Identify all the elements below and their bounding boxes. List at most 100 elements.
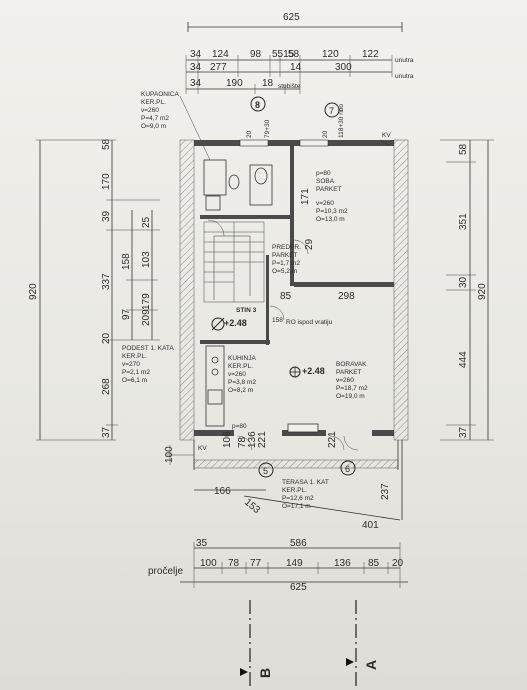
section-markers xyxy=(211,96,356,478)
dim-bottom-35: 35 xyxy=(196,538,208,549)
room-hallway-floor: PARKET xyxy=(272,252,298,259)
dim-right-total: 920 xyxy=(477,283,488,300)
dim-top-row3-label: stubište xyxy=(278,83,301,90)
room-hallway-perimeter: O=5,2 m xyxy=(272,268,297,275)
bathroom-fixtures xyxy=(203,159,273,211)
room-kitchen-name: KUHINJA xyxy=(228,355,256,362)
room-landing-area: P=2,1 m2 xyxy=(122,369,150,376)
room-hallway: PREDPR. PARKET P=1,7 m2 O=5,2 m xyxy=(272,244,301,275)
dim-bottom-153: 153 xyxy=(242,497,262,516)
top-openings xyxy=(239,139,329,433)
room-living-name: BORAVAK xyxy=(336,361,367,368)
room-staircase-name: STIN 3 xyxy=(236,307,257,314)
room-living-perimeter: O=19,0 m xyxy=(336,393,365,400)
label-opening-118-30: 118+30 nbo xyxy=(338,104,345,138)
room-bedroom-floor: PARKET xyxy=(316,186,342,193)
room-hallway-name: PREDPR. xyxy=(272,244,301,251)
dim-bottom-row-5: 136 xyxy=(334,558,351,569)
label-opening-20-right: 20 xyxy=(322,130,329,138)
dim-bottom-166: 166 xyxy=(214,486,231,497)
room-kitchen-floor: KER.PL. xyxy=(228,363,253,370)
dim-bottom-row-4: 149 xyxy=(286,558,303,569)
dim-top-row1-4: 5515 xyxy=(272,49,295,60)
label-door-158: 158 xyxy=(272,317,283,324)
dim-top-row2-2: 277 xyxy=(210,62,227,73)
dim-left-mid-1: 158 xyxy=(121,253,132,270)
label-kv-bottom: KV xyxy=(198,445,207,452)
section-cut-lines xyxy=(240,600,357,690)
room-terrace-perimeter: O=17,1 m xyxy=(282,503,311,510)
room-living-area: P=18,7 m2 xyxy=(336,385,368,392)
dim-bottom-row-1: 100 xyxy=(200,558,217,569)
door-swings xyxy=(207,139,391,451)
dim-right-3: 30 xyxy=(458,276,469,288)
axis-marker-5: 5 xyxy=(263,466,268,476)
label-opening-79-30: 79+30 xyxy=(264,119,271,138)
room-hallway-area: P=1,7 m2 xyxy=(272,260,300,267)
room-living-floor: PARKET xyxy=(336,369,362,376)
dim-hall-29: 29 xyxy=(304,238,315,250)
dim-top-row3-1: 34 xyxy=(190,78,202,89)
room-kitchen-perimeter: O=8,2 m xyxy=(228,387,253,394)
kitchen-counter xyxy=(205,345,225,427)
label-ro-note: RO ispod vratiju xyxy=(286,319,333,326)
dim-top-row3-2: 190 xyxy=(226,78,243,89)
dim-bottom-row-6: 85 xyxy=(368,558,380,569)
room-bathroom-name: KUPAONICA xyxy=(141,91,179,98)
dim-bedroom-171: 171 xyxy=(300,188,311,205)
dim-top-row1-5: 58 xyxy=(288,49,300,60)
dim-bottom-237: 237 xyxy=(380,483,391,500)
room-bedroom: SOBA PARKET v=260 P=10,3 m2 O=13,0 m p=8… xyxy=(300,170,348,223)
dim-terrace-100: 100 xyxy=(164,446,175,463)
room-bedroom-perimeter: O=13,0 m xyxy=(316,216,345,223)
room-kitchen-area: P=3,8 m2 xyxy=(228,379,256,386)
dim-left-inner-4: 209 xyxy=(141,309,152,326)
dim-window-78: 78 xyxy=(237,436,248,448)
dim-window-136: 136 xyxy=(247,431,258,448)
dim-top-row1-2: 124 xyxy=(212,49,229,60)
room-bathroom-height: v=260 xyxy=(141,107,159,114)
dim-window-221b: 221 xyxy=(327,431,338,448)
label-kv-top: KV xyxy=(382,132,391,139)
dim-left-6: 268 xyxy=(101,378,112,395)
dim-top-row2-label: unutra xyxy=(395,73,414,80)
dim-top-row1-label: unutra xyxy=(395,57,414,64)
dim-hall-85: 85 xyxy=(280,291,292,302)
dim-hall-298: 298 xyxy=(338,291,355,302)
dim-left-mid-2: 97 xyxy=(121,308,132,320)
dim-top-row1-7: 122 xyxy=(362,49,379,60)
dim-left-5: 20 xyxy=(101,332,112,344)
room-terrace-floor: KER.PL. xyxy=(282,487,307,494)
dim-top-row2-3: 14 xyxy=(290,62,302,73)
dim-right-2: 351 xyxy=(458,213,469,230)
dim-left-inner-3: 179 xyxy=(141,293,152,310)
dim-bottom-row-7: 20 xyxy=(392,558,404,569)
room-bathroom-area: P=4,7 m2 xyxy=(141,115,169,122)
room-landing: PODEST 1. KATA KER.PL. v=270 P=2,1 m2 O=… xyxy=(122,345,174,384)
room-landing-floor: KER.PL. xyxy=(122,353,147,360)
room-living-level: +2.48 xyxy=(302,366,325,376)
dim-left-3: 39 xyxy=(101,210,112,222)
label-window-p80: p=80 xyxy=(232,423,247,430)
room-living-height: v=260 xyxy=(336,377,354,384)
room-kitchen-height: v=260 xyxy=(228,371,246,378)
dim-left-1: 58 xyxy=(101,138,112,150)
dim-top-row2-1: 34 xyxy=(190,62,202,73)
building-walls xyxy=(179,139,409,441)
room-terrace: TERASA 1. KAT KER.PL. P=12,6 m2 O=17,1 m xyxy=(282,479,329,510)
dim-window-106: 106 xyxy=(222,431,233,448)
dim-top-row1-6: 120 xyxy=(322,49,339,60)
section-label-a: A xyxy=(363,660,379,670)
room-landing-name: PODEST 1. KATA xyxy=(122,345,174,352)
dim-top-row2-4: 300 xyxy=(335,62,352,73)
dim-bottom-row-3: 77 xyxy=(250,558,262,569)
section-label-b: B xyxy=(257,668,273,678)
room-bedroom-name: SOBA xyxy=(316,178,335,185)
dim-top-row3-3: 18 xyxy=(262,78,274,89)
room-bathroom: KUPAONICA KER.PL. v=260 P=4,7 m2 O=9,0 m xyxy=(141,91,211,161)
dim-left-inner-2: 103 xyxy=(141,251,152,268)
room-kitchen: KUHINJA KER.PL. v=260 P=3,8 m2 O=8,2 m xyxy=(228,355,256,394)
room-bedroom-height: v=260 xyxy=(316,200,334,207)
